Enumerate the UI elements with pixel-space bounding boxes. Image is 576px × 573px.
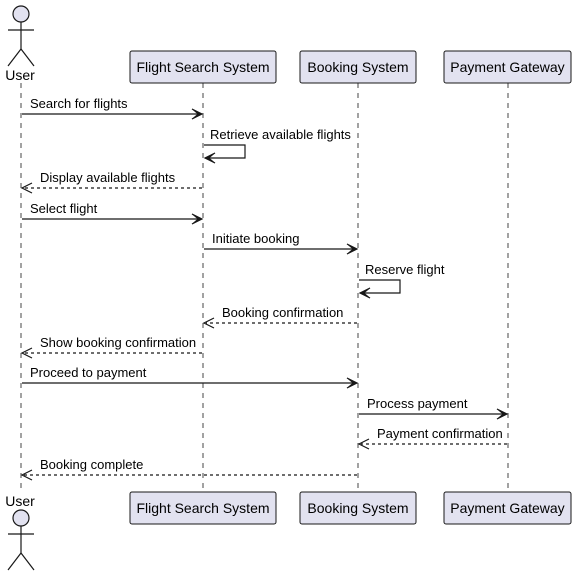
message-line — [359, 279, 401, 294]
arrow-head — [202, 317, 215, 329]
participant-label: Payment Gateway — [450, 59, 564, 75]
participant-box — [299, 491, 417, 525]
actor-right-leg — [20, 48, 35, 67]
actor-label: User — [5, 67, 35, 83]
message-7: Booking confirmation — [202, 305, 357, 329]
arrow-head-fill — [191, 213, 203, 225]
message-label: Booking complete — [40, 457, 143, 472]
message-label: Select flight — [30, 201, 98, 216]
message-line — [204, 144, 246, 159]
message-label: Payment confirmation — [377, 426, 503, 441]
arrow-head — [20, 182, 33, 194]
actor-head — [12, 509, 30, 527]
message-label: Search for flights — [30, 96, 128, 111]
message-11: Payment confirmation — [357, 426, 507, 450]
participant-top-user: User — [5, 5, 35, 83]
arrow-head-fill — [359, 287, 371, 299]
participant-box — [129, 491, 277, 525]
actor-label: User — [5, 493, 35, 509]
message-1: Search for flights — [22, 96, 204, 120]
participant-top-fss: Flight Search System — [129, 50, 277, 84]
participant-top-bs: Booking System — [299, 50, 417, 84]
arrow-head-fill — [191, 108, 203, 120]
participant-box — [129, 50, 277, 84]
participant-label: Booking System — [307, 500, 408, 516]
participant-label: Flight Search System — [136, 500, 269, 516]
arrow-head — [357, 438, 370, 450]
message-3: Display available flights — [20, 170, 202, 194]
message-label: Initiate booking — [212, 231, 299, 246]
message-9: Proceed to payment — [22, 365, 359, 389]
message-label: Booking confirmation — [222, 305, 343, 320]
message-label: Proceed to payment — [30, 365, 147, 380]
message-12: Booking complete — [20, 457, 357, 481]
actor-left-leg — [7, 552, 22, 571]
participant-bottom-pg: Payment Gateway — [443, 491, 572, 525]
arrow-head — [20, 347, 33, 359]
actor-right-leg — [20, 552, 35, 571]
participant-bottom-fss: Flight Search System — [129, 491, 277, 525]
participant-top-pg: Payment Gateway — [443, 50, 572, 84]
arrow-head-fill — [346, 243, 358, 255]
participant-bottom-bs: Booking System — [299, 491, 417, 525]
participant-box — [443, 50, 572, 84]
arrow-head-fill — [496, 408, 508, 420]
participant-box — [299, 50, 417, 84]
message-label: Display available flights — [40, 170, 176, 185]
message-label: Reserve flight — [365, 262, 445, 277]
message-5: Initiate booking — [204, 231, 359, 255]
message-label: Retrieve available flights — [210, 127, 351, 142]
arrow-head-fill — [346, 377, 358, 389]
message-2: Retrieve available flights — [203, 127, 351, 164]
arrow-head-fill — [204, 152, 216, 164]
actor-left-leg — [7, 48, 22, 67]
actor-head — [12, 5, 30, 23]
message-label: Show booking confirmation — [40, 335, 196, 350]
participant-box — [443, 491, 572, 525]
message-label: Process payment — [367, 396, 468, 411]
message-6: Reserve flight — [358, 262, 445, 299]
participant-label: Payment Gateway — [450, 500, 564, 516]
message-10: Process payment — [359, 396, 509, 420]
participant-label: Booking System — [307, 59, 408, 75]
participant-bottom-user: User — [5, 493, 35, 571]
participant-label: Flight Search System — [136, 59, 269, 75]
message-8: Show booking confirmation — [20, 335, 202, 359]
message-4: Select flight — [22, 201, 204, 225]
arrow-head — [20, 469, 33, 481]
